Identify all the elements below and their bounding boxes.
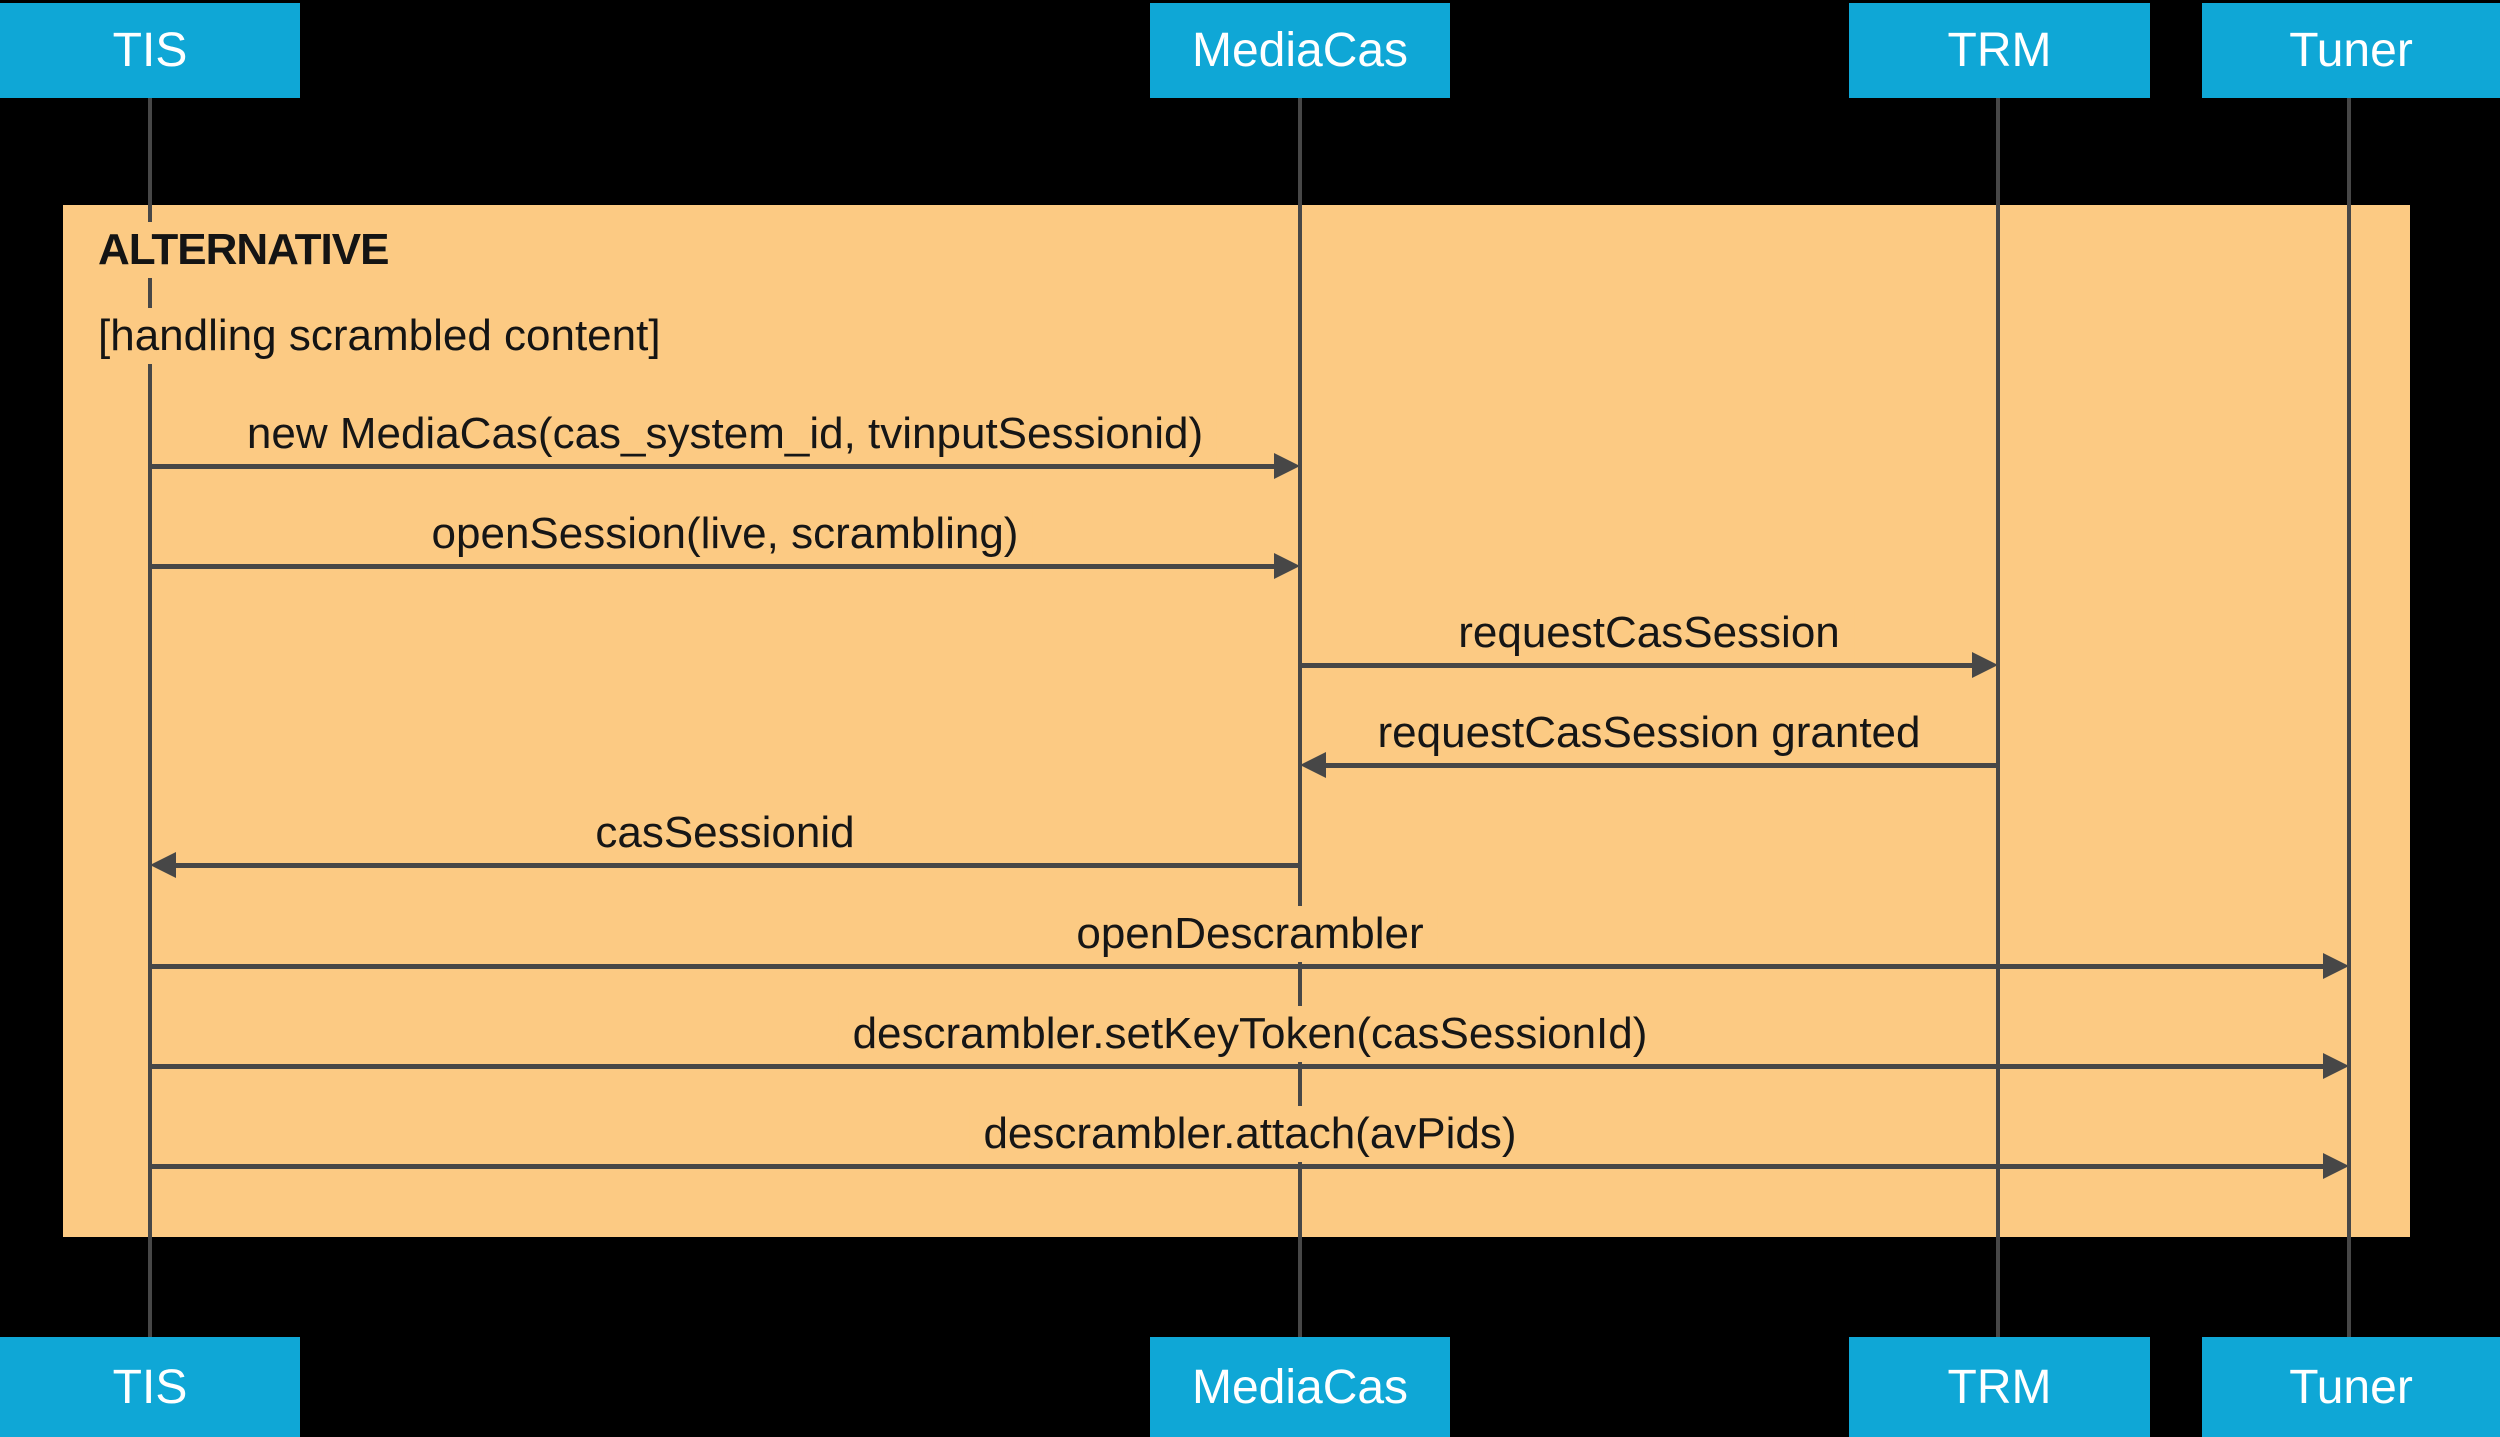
lifeline-tuner <box>2347 98 2351 1337</box>
message-label: descrambler.attach(avPids) <box>969 1106 1531 1162</box>
alt-fragment-title: ALTERNATIVE <box>86 222 401 278</box>
actor-box-bottom-mediacas: MediaCas <box>1150 1337 1450 1437</box>
message-line <box>1322 763 1998 768</box>
actor-box-top-trm: TRM <box>1849 3 2150 98</box>
actor-label: TRM <box>1947 1360 2052 1414</box>
message-line <box>150 464 1278 469</box>
lifeline-tis <box>148 98 152 1337</box>
actor-box-top-tis: TIS <box>0 3 300 98</box>
actor-label: MediaCas <box>1191 1360 1409 1414</box>
actor-box-top-tuner: Tuner <box>2202 3 2500 98</box>
actor-box-bottom-tis: TIS <box>0 1337 300 1437</box>
actor-label: Tuner <box>2289 24 2413 77</box>
actor-label: TIS <box>112 1360 188 1414</box>
actor-label: TRM <box>1947 24 2052 77</box>
message-label: openSession(live, scrambling) <box>417 506 1033 562</box>
message-line <box>150 1164 2325 1169</box>
message-line <box>150 1064 2325 1069</box>
message-label: casSessionid <box>581 805 869 861</box>
actor-box-bottom-trm: TRM <box>1849 1337 2150 1437</box>
message-label: requestCasSession granted <box>1363 705 1935 761</box>
actor-box-top-mediacas: MediaCas <box>1150 3 1450 98</box>
message-line <box>172 863 1300 868</box>
arrowhead-right-icon <box>1274 453 1300 479</box>
message-label: new MediaCas(cas_system_id, tvinputSessi… <box>232 406 1218 462</box>
message-line <box>1300 663 1976 668</box>
arrowhead-left-icon <box>150 852 176 878</box>
message-line <box>150 564 1278 569</box>
lifeline-trm <box>1996 98 2000 1337</box>
arrowhead-right-icon <box>2323 953 2349 979</box>
actor-label: MediaCas <box>1191 24 1409 77</box>
arrowhead-right-icon <box>2323 1153 2349 1179</box>
lifeline-mediacas <box>1298 98 1302 1337</box>
arrowhead-left-icon <box>1300 752 1326 778</box>
arrowhead-right-icon <box>1972 652 1998 678</box>
actor-label: Tuner <box>2289 1360 2413 1414</box>
actor-label: TIS <box>112 24 188 77</box>
message-line <box>150 964 2325 969</box>
arrowhead-right-icon <box>2323 1053 2349 1079</box>
actor-box-bottom-tuner: Tuner <box>2202 1337 2500 1437</box>
message-label: openDescrambler <box>1062 906 1438 962</box>
message-label: descrambler.setKeyToken(casSessionId) <box>838 1006 1662 1062</box>
message-label: requestCasSession <box>1444 605 1854 661</box>
arrowhead-right-icon <box>1274 553 1300 579</box>
alt-fragment-guard: [handling scrambled content] <box>86 308 673 364</box>
